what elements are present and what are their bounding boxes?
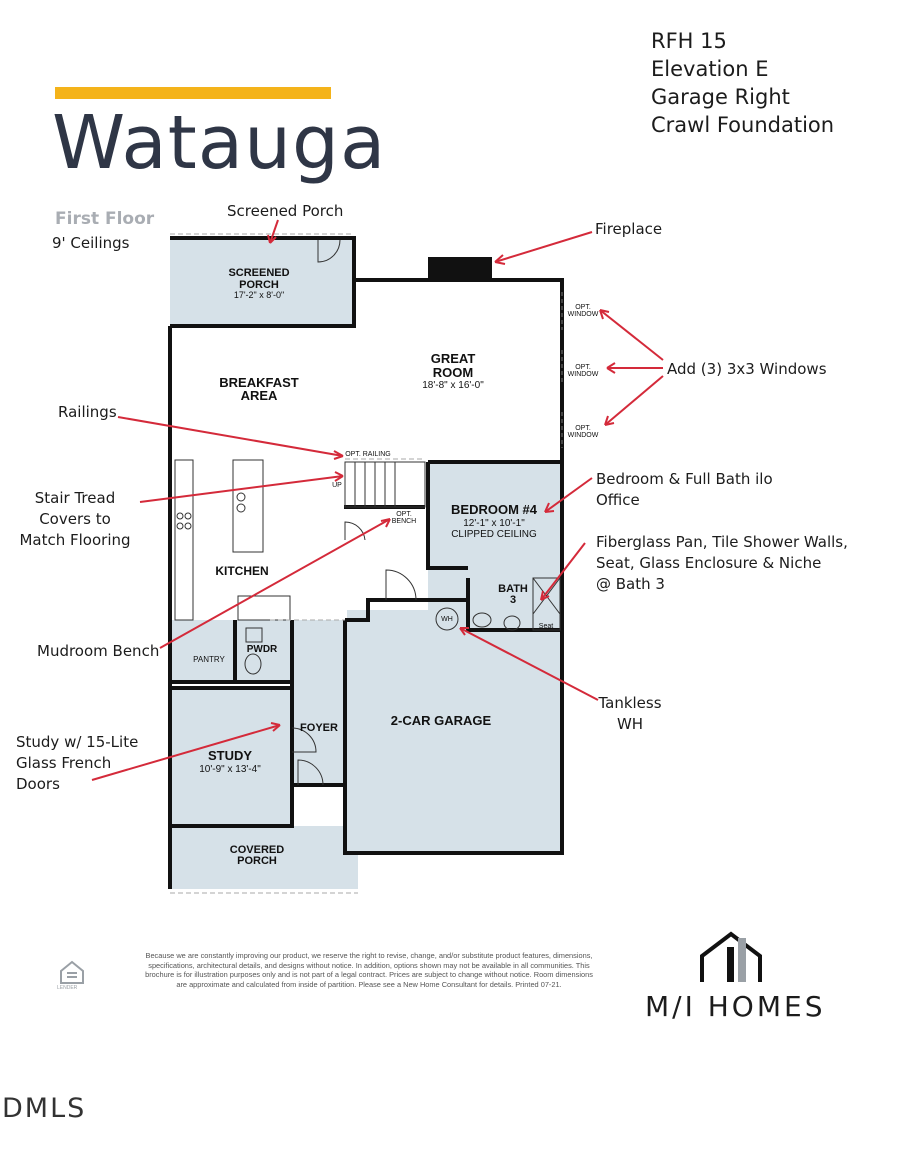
note-fireplace: Fireplace	[595, 220, 663, 238]
garage-north-wall	[345, 598, 470, 622]
arrow-screened-porch	[269, 219, 279, 244]
opt-window-1a: OPT.	[575, 304, 591, 311]
room-label-bath-2: 3	[510, 594, 516, 606]
bedroom-fill	[428, 462, 562, 630]
opt-railing-label: OPT. RAILING	[345, 451, 391, 458]
info-line-model: RFH 15	[651, 29, 727, 53]
room-label-bedroom: BEDROOM #4	[451, 502, 538, 517]
note-railings: Railings	[58, 403, 117, 421]
note-windows: Add (3) 3x3 Windows	[667, 360, 827, 378]
bath-walls	[466, 578, 562, 632]
opt-window-2b: WINDOW	[568, 371, 599, 378]
room-labels: SCREENED PORCH 17'-2" x 8'-0" GREAT ROOM…	[193, 267, 538, 867]
opt-bench-b: BENCH	[392, 518, 417, 525]
room-dims-study: 10'-9" x 13'-4"	[199, 764, 261, 775]
arrow-railings	[117, 416, 344, 457]
pantry-fill	[170, 620, 235, 682]
accent-bar	[55, 87, 331, 99]
opt-window-2a: OPT.	[575, 364, 591, 371]
screened-porch-fill	[170, 238, 354, 326]
brand-name: M/I HOMES	[645, 990, 826, 1023]
room-label-great-room-1: GREAT	[431, 351, 476, 366]
room-label-breakfast-2: AREA	[241, 388, 278, 403]
room-label-great-room-2: ROOM	[433, 365, 473, 380]
room-fills	[170, 238, 562, 889]
kitchen-counter	[174, 459, 194, 621]
ceilings-note: 9' Ceilings	[52, 234, 130, 252]
doors	[291, 239, 417, 786]
room-dims-screened-porch: 17'-2" x 8'-0"	[234, 290, 284, 300]
room-label-bath-1: BATH	[498, 583, 528, 595]
plan-title: Watauga	[52, 100, 387, 186]
info-line-foundation: Crawl Foundation	[651, 113, 835, 137]
room-label-covered-porch-2: PORCH	[237, 855, 277, 867]
dashed-lines	[170, 233, 425, 894]
arrow-mudroom	[159, 518, 391, 649]
arrow-fiberglass	[540, 542, 586, 601]
arrow-study	[91, 724, 281, 781]
covered-porch-fill	[170, 826, 358, 889]
note-fiberglass: Fiberglass Pan, Tile Shower Walls, Seat,…	[596, 533, 848, 593]
opt-bench-a: OPT.	[396, 511, 412, 518]
arrow-window-3	[604, 375, 664, 426]
great-room-walls	[354, 278, 564, 630]
study-walls	[170, 686, 294, 828]
room-label-screened-porch-1: SCREENED	[228, 267, 289, 279]
note-tankless: Tankless WH	[598, 694, 662, 733]
note-study-doors: Study w/ 15-Lite Glass French Doors	[16, 733, 139, 793]
arrow-fireplace	[494, 231, 593, 263]
room-label-pantry: PANTRY	[193, 655, 225, 664]
room-label-breakfast-1: BREAKFAST	[219, 375, 299, 390]
stairs	[344, 461, 426, 508]
water-heater-label: WH	[441, 616, 453, 623]
info-line-garage: Garage Right	[651, 85, 790, 109]
room-label-study: STUDY	[208, 748, 252, 763]
opt-window-1b: WINDOW	[568, 311, 599, 318]
note-bedroom-bath: Bedroom & Full Bath ilo Office	[596, 470, 773, 509]
room-label-kitchen: KITCHEN	[215, 564, 268, 578]
kitchen-fixtures	[174, 459, 291, 621]
arrow-tankless	[459, 627, 599, 701]
opt-window-3b: WINDOW	[568, 432, 599, 439]
powder-fill	[235, 620, 292, 682]
walls	[168, 236, 564, 889]
disclaimer: Because we are constantly improving our …	[145, 951, 593, 989]
room-label-covered-porch-1: COVERED	[230, 844, 284, 856]
room-label-garage: 2-CAR GARAGE	[391, 713, 492, 728]
bath-fixtures	[244, 577, 561, 675]
note-mudroom: Mudroom Bench	[37, 642, 160, 660]
arrow-stair-tread	[139, 475, 344, 503]
room-note-bedroom: CLIPPED CEILING	[451, 529, 537, 540]
garage-walls	[343, 620, 564, 855]
garage-fill	[347, 610, 560, 853]
mi-homes-logo-icon	[700, 930, 762, 982]
bedroom-west-wall	[426, 462, 468, 570]
note-screened-porch: Screened Porch	[227, 202, 344, 220]
room-dims-great-room: 18'-8" x 16'-0"	[422, 380, 484, 391]
shower-seat-label: Seat	[539, 623, 553, 630]
floor-label: First Floor	[55, 209, 155, 229]
stair-up-label: UP	[332, 482, 342, 489]
mls-watermark: DMLS	[2, 1093, 87, 1124]
room-dims-bedroom: 12'-1" x 10'-1"	[463, 518, 525, 529]
plan-small-labels: OPT.WINDOW OPT.WINDOW OPT.WINDOW OPT. RA…	[332, 304, 599, 630]
arrow-window-1	[599, 309, 664, 361]
foyer-fill	[292, 620, 347, 785]
opt-window-3a: OPT.	[575, 425, 591, 432]
equal-housing-icon	[57, 958, 87, 988]
fireplace	[428, 257, 492, 282]
arrow-bedroom	[544, 477, 593, 513]
equal-housing-label: LENDER	[57, 985, 78, 991]
annotation-arrows	[91, 219, 664, 781]
kitchen-island	[232, 459, 264, 553]
study-fill	[170, 688, 292, 826]
info-line-elevation: Elevation E	[651, 57, 769, 81]
room-label-foyer: FOYER	[300, 722, 338, 734]
room-label-powder: PWDR	[247, 644, 278, 655]
note-stair-tread: Stair Tread Covers to Match Flooring	[19, 489, 131, 549]
room-label-screened-porch-2: PORCH	[239, 279, 279, 291]
